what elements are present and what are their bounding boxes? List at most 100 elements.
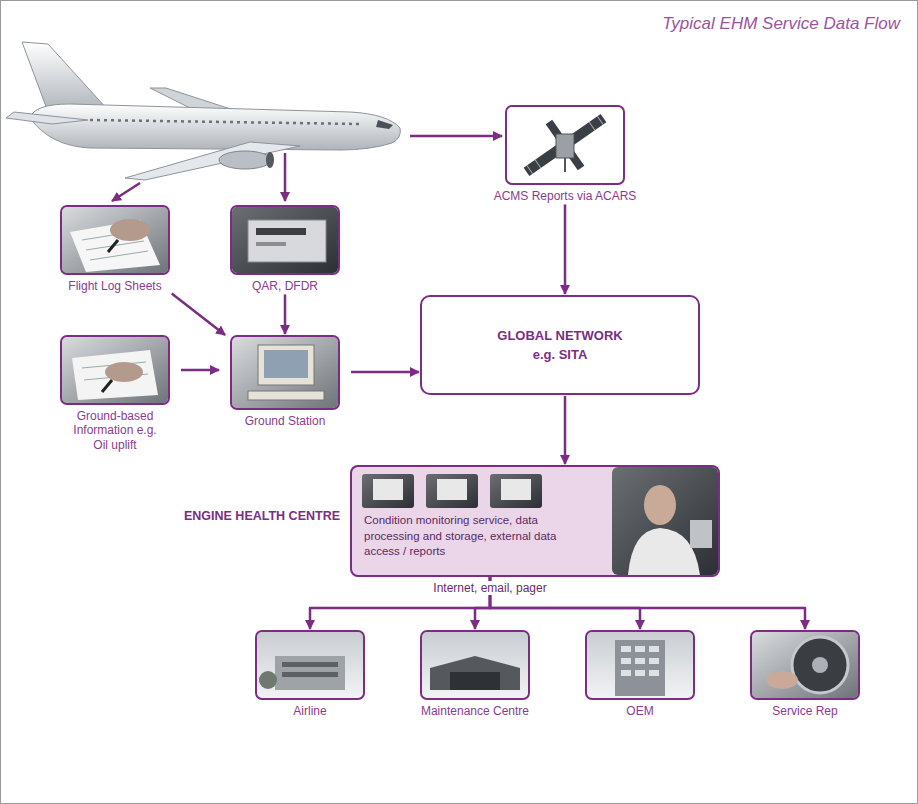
service-rep-photo bbox=[766, 671, 798, 689]
log-sheet-photo bbox=[62, 207, 168, 273]
service-rep-photo bbox=[752, 632, 858, 698]
connection-label: Internet, email, pager bbox=[429, 581, 550, 595]
log-sheet-photo bbox=[90, 251, 148, 260]
satellite-photo bbox=[524, 114, 607, 176]
health-centre-illustration bbox=[690, 520, 712, 548]
network-label: GLOBAL NETWORK e.g. SITA bbox=[495, 326, 625, 365]
health-centre-illustration bbox=[612, 467, 718, 575]
oem-photo bbox=[649, 670, 659, 676]
computer-photo bbox=[258, 345, 314, 385]
flow-arrow bbox=[564, 396, 567, 464]
oem-photo bbox=[621, 646, 631, 652]
caption: ACMS Reports via ACARS bbox=[470, 189, 660, 203]
oem-photo bbox=[649, 658, 659, 664]
health-centre-illustration bbox=[362, 474, 414, 508]
oem-photo bbox=[635, 670, 645, 676]
photo-frame bbox=[505, 105, 625, 185]
satellite-photo bbox=[507, 107, 623, 183]
health-centre-illustration bbox=[501, 479, 531, 500]
oem-photo bbox=[649, 646, 659, 652]
aircraft-illustration bbox=[22, 42, 108, 112]
ground-info-photo bbox=[62, 337, 168, 403]
aircraft-illustration bbox=[30, 104, 400, 150]
oem-photo bbox=[621, 658, 631, 664]
ground-info-photo bbox=[102, 380, 112, 392]
satellite-photo bbox=[597, 116, 603, 124]
oem-photo bbox=[635, 658, 645, 664]
oem-photo bbox=[587, 632, 693, 698]
photo-node: Ground-based Information e.g. Oil uplift bbox=[50, 335, 180, 452]
oem-photo bbox=[635, 646, 645, 652]
aircraft-data-arrow bbox=[284, 153, 287, 201]
photo-frame bbox=[420, 630, 530, 700]
satellite-photo bbox=[524, 114, 607, 176]
centre-description: Condition monitoring service, data proce… bbox=[364, 513, 559, 560]
recorder-photo bbox=[248, 220, 326, 262]
aircraft-illustration bbox=[6, 42, 400, 180]
photo-frame bbox=[255, 630, 365, 700]
computer-photo bbox=[232, 337, 338, 408]
flow-arrow bbox=[172, 293, 225, 335]
photo-frame bbox=[60, 205, 170, 275]
caption: Ground-based Information e.g. Oil uplift bbox=[72, 409, 158, 452]
flow-arrow bbox=[181, 369, 219, 372]
ground-info-photo bbox=[105, 362, 143, 382]
flow-arrow bbox=[564, 204, 567, 294]
recorder-photo bbox=[256, 242, 286, 246]
photo-frame bbox=[230, 335, 340, 410]
aircraft-illustration bbox=[376, 120, 393, 129]
health-centre-illustration bbox=[373, 479, 403, 500]
log-sheet-photo bbox=[108, 240, 118, 252]
satellite-photo bbox=[564, 158, 566, 172]
photo-node: Ground Station bbox=[220, 335, 350, 428]
oem-photo bbox=[621, 670, 631, 676]
centre-heading: ENGINE HEALTH CENTRE bbox=[184, 509, 340, 523]
computer-photo bbox=[248, 391, 324, 400]
log-sheet-photo bbox=[62, 207, 168, 273]
recorder-photo bbox=[232, 207, 338, 273]
oem-photo bbox=[621, 646, 659, 676]
health-centre-illustration bbox=[426, 474, 478, 508]
service-rep-photo bbox=[752, 632, 858, 698]
recorder-photo bbox=[256, 228, 306, 235]
caption: Ground Station bbox=[220, 414, 350, 428]
photo-node: Airline bbox=[245, 630, 375, 718]
satellite-photo bbox=[556, 134, 574, 158]
photo-node: Maintenance Centre bbox=[410, 630, 540, 718]
ground-info-photo bbox=[72, 350, 158, 400]
satellite-photo bbox=[527, 166, 533, 174]
maintenance-photo bbox=[430, 656, 520, 690]
airline-photo bbox=[275, 656, 345, 690]
caption: Service Rep bbox=[740, 704, 870, 718]
oem-photo bbox=[615, 640, 665, 696]
photo-frame bbox=[230, 205, 340, 275]
aircraft-data-arrow bbox=[112, 183, 140, 201]
diagram-title: Typical EHM Service Data Flow bbox=[662, 14, 900, 34]
aircraft-illustration bbox=[266, 152, 274, 168]
satellite-photo bbox=[535, 160, 541, 168]
photo-node: Flight Log Sheets bbox=[50, 205, 180, 293]
health-centre-box: ENGINE HEALTH CENTRECondition monitoring… bbox=[350, 465, 720, 577]
aircraft-illustration bbox=[90, 120, 360, 124]
satellite-photo bbox=[589, 122, 595, 130]
ground-info-photo bbox=[62, 337, 168, 403]
log-sheet-photo bbox=[110, 219, 150, 241]
photo-frame bbox=[585, 630, 695, 700]
aircraft-illustration bbox=[219, 151, 271, 169]
health-centre-illustration bbox=[644, 485, 676, 525]
health-centre-illustration bbox=[437, 479, 467, 500]
maintenance-photo bbox=[422, 632, 528, 698]
photo-node: OEM bbox=[575, 630, 705, 718]
health-centre-illustration bbox=[490, 474, 542, 508]
health-centre-illustration bbox=[350, 465, 720, 577]
caption: OEM bbox=[575, 704, 705, 718]
log-sheet-photo bbox=[70, 220, 160, 272]
aircraft-data-arrow bbox=[112, 136, 502, 201]
network-text-group: GLOBAL NETWORK e.g. SITA bbox=[495, 326, 625, 365]
recorder-photo bbox=[232, 207, 338, 273]
aircraft-data-arrow bbox=[410, 135, 502, 138]
maintenance-photo bbox=[422, 632, 528, 698]
